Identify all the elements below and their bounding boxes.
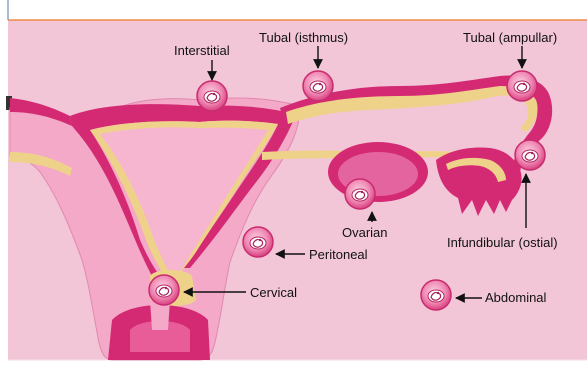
embryo-sac-icon xyxy=(149,275,179,305)
label-peritoneal: Peritoneal xyxy=(309,247,368,262)
label-tubal-ampullar: Tubal (ampullar) xyxy=(463,30,557,45)
ovary xyxy=(328,142,428,202)
label-tubal-isthmus: Tubal (isthmus) xyxy=(259,30,348,45)
embryo-sac-icon xyxy=(243,227,273,257)
label-cervical: Cervical xyxy=(250,285,297,300)
label-infundibular: Infundibular (ostial) xyxy=(447,235,558,250)
embryo-sac-icon xyxy=(345,179,375,209)
embryo-sac-icon xyxy=(421,280,451,310)
embryo-sac-icon xyxy=(197,81,227,111)
embryo-sac-icon xyxy=(515,140,545,170)
label-abdominal: Abdominal xyxy=(485,290,547,305)
label-interstitial: Interstitial xyxy=(174,43,230,58)
label-ovarian: Ovarian xyxy=(342,225,388,240)
embryo-sac-icon xyxy=(507,71,537,101)
embryo-sac-icon xyxy=(303,71,333,101)
